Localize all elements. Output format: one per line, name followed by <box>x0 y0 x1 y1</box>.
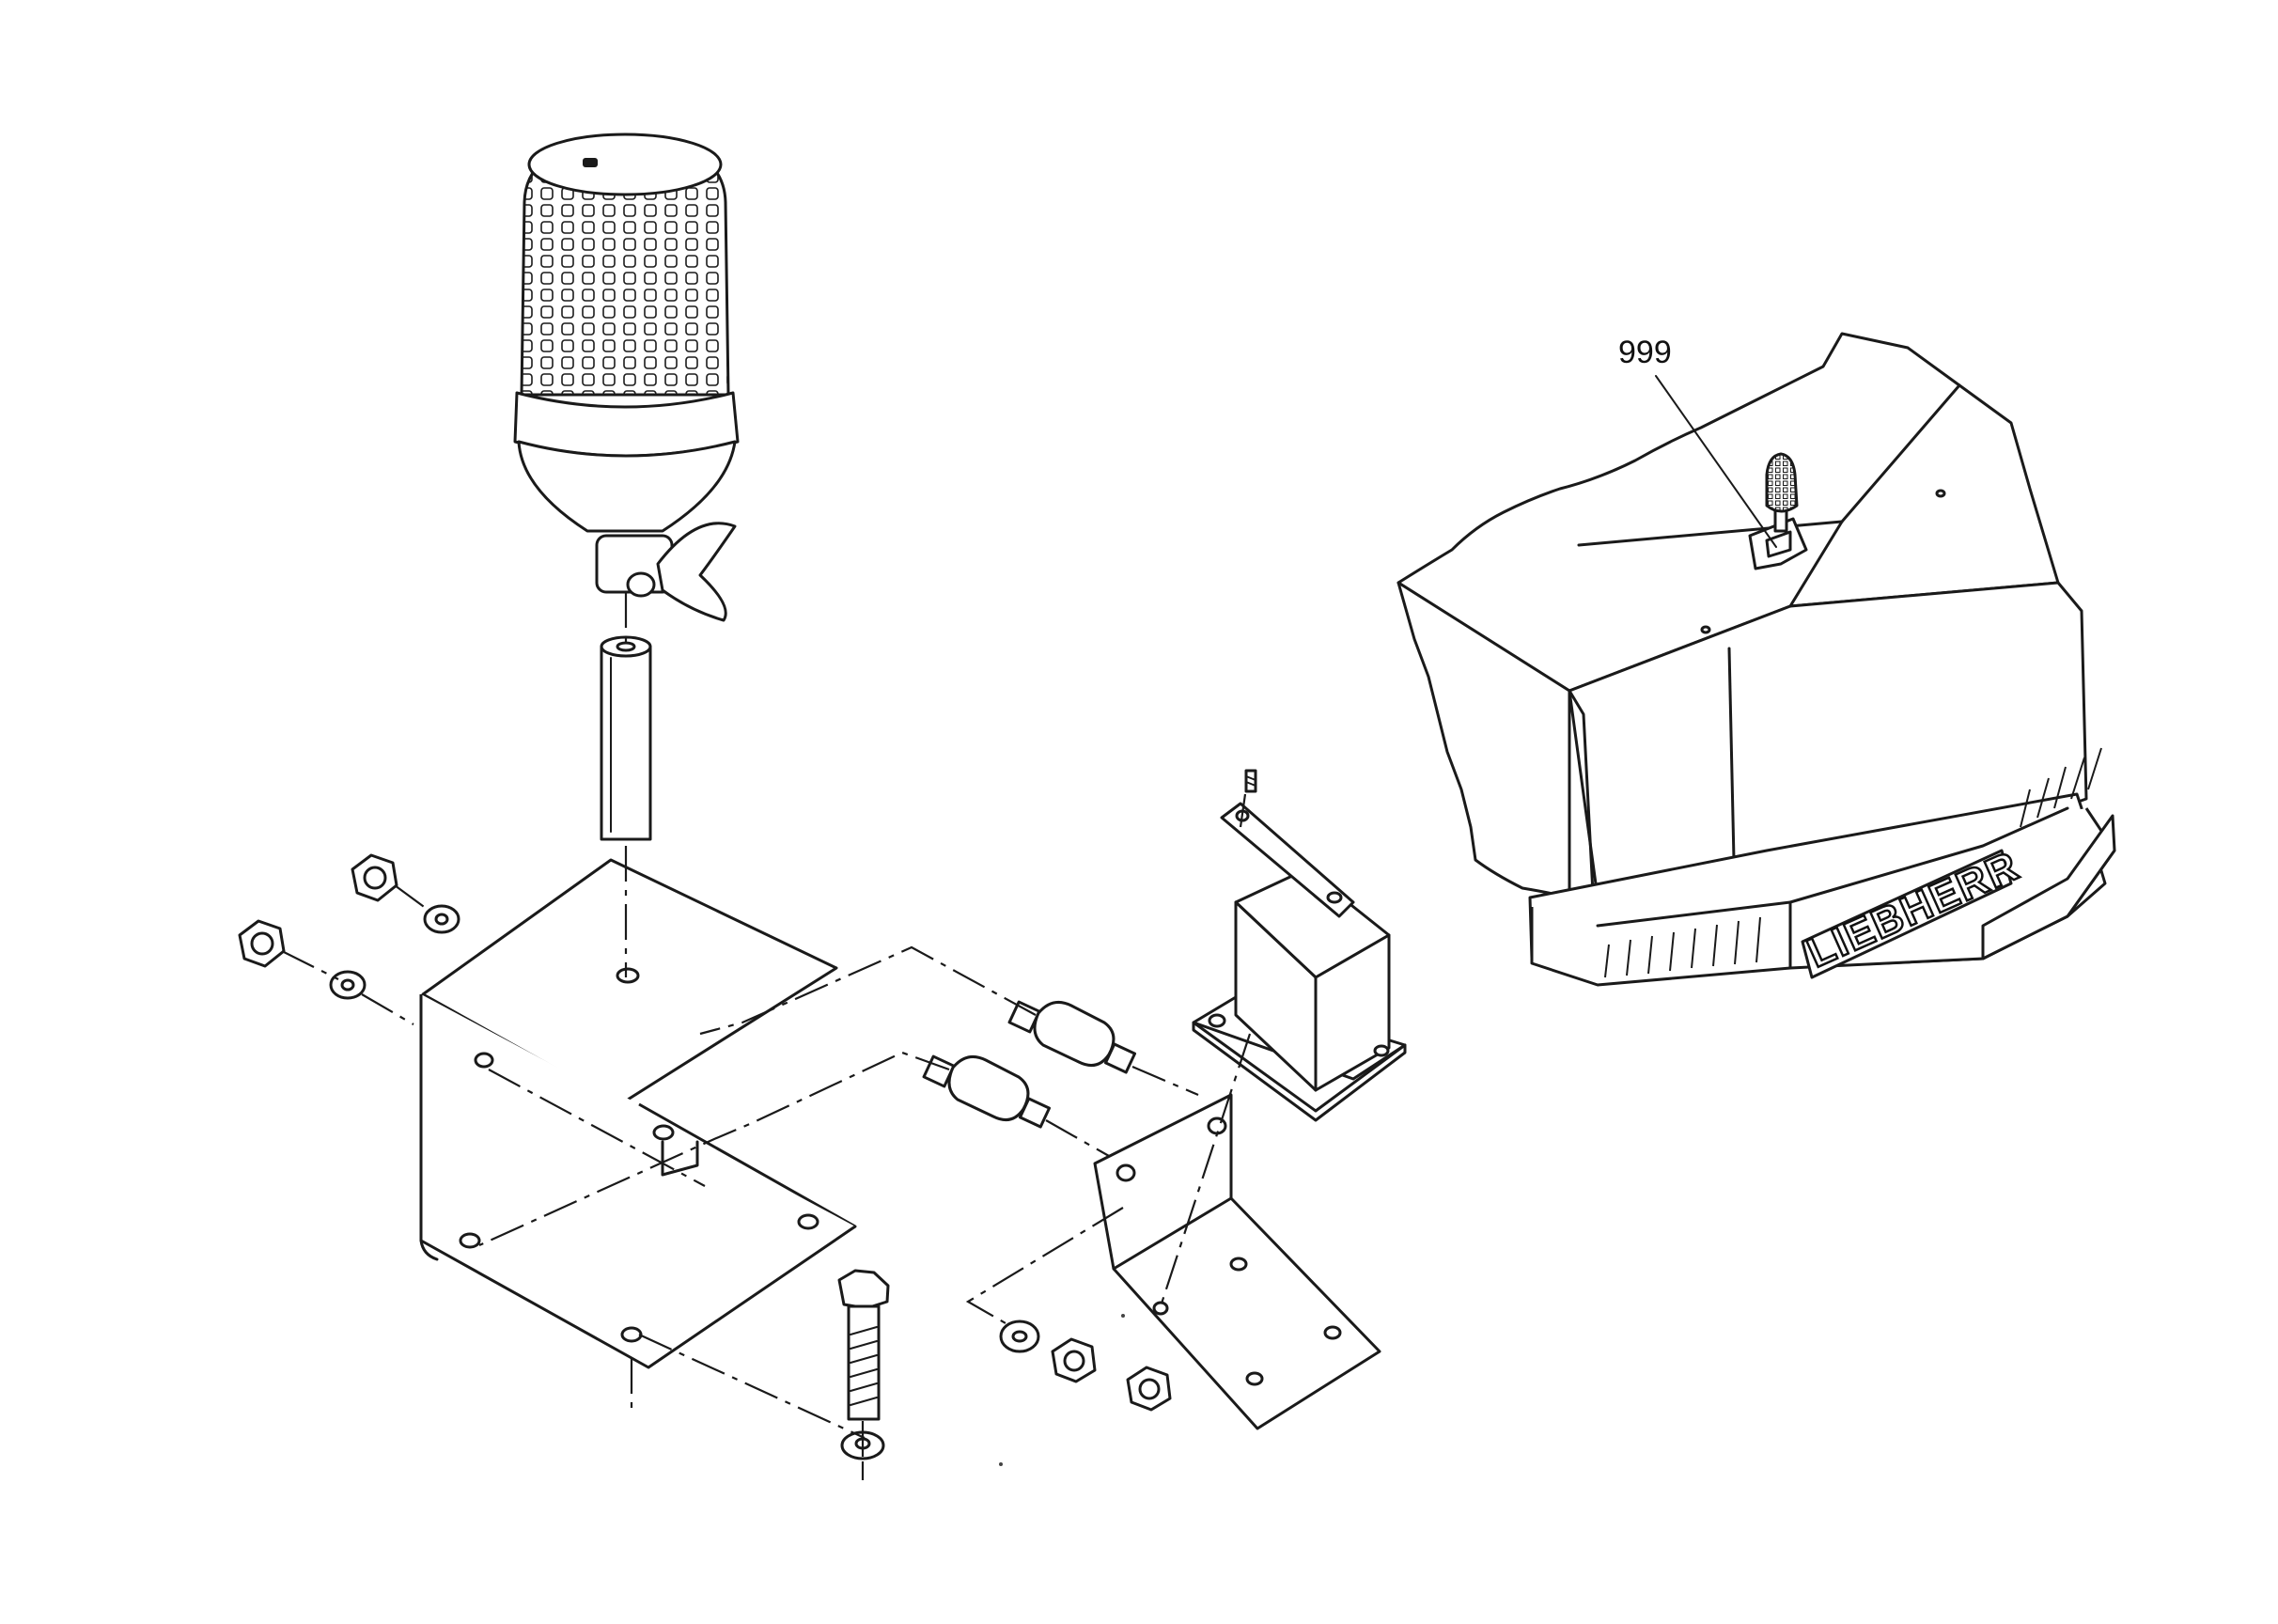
beacon-base-cone <box>517 440 737 533</box>
hex-nut <box>238 919 286 968</box>
cooling-ribs <box>1604 747 2102 978</box>
bracket-hole <box>616 967 640 984</box>
bracket-hole <box>652 1124 675 1141</box>
bracket-hole <box>620 1326 643 1343</box>
bracket-hole <box>1152 1301 1169 1316</box>
bracket-hole <box>459 1232 481 1249</box>
rotating-beacon <box>513 133 740 622</box>
mounting-bracket <box>419 858 857 1369</box>
bracket-hole <box>1229 1257 1248 1272</box>
washer <box>329 970 367 1000</box>
bracket-hole <box>797 1213 819 1230</box>
bracket-hole <box>1323 1325 1342 1340</box>
hex-nut <box>1051 1337 1097 1383</box>
beacon-collar <box>513 391 740 458</box>
washer <box>999 1320 1040 1353</box>
callout-label: 999 <box>1618 335 1672 370</box>
spacer-tube <box>600 635 652 841</box>
scan-speck <box>999 1462 1003 1466</box>
hex-bolt <box>837 1269 890 1421</box>
rubber-mount <box>1007 1000 1137 1074</box>
machine-counterweight-view: LIEBHERR <box>1396 332 2116 987</box>
rubber-mount <box>922 1054 1052 1129</box>
scan-speck <box>1121 1314 1125 1318</box>
beacon-cap-tab <box>583 158 598 167</box>
bracket-hole <box>1245 1371 1264 1386</box>
assembly-lines <box>281 592 1252 1480</box>
relay-box <box>1192 769 1407 1122</box>
bracket-hole <box>474 1052 494 1069</box>
bracket-hole <box>1116 1163 1136 1182</box>
hex-nut <box>351 853 398 902</box>
wing-nut <box>656 522 737 622</box>
angle-bracket <box>1093 1093 1381 1430</box>
beacon-cap <box>527 133 723 196</box>
hex-nut <box>1126 1366 1172 1412</box>
washer <box>423 904 460 934</box>
retaining-strap <box>1220 802 1355 918</box>
strap-screw <box>1244 769 1257 793</box>
callout-999: 999 <box>1618 335 1777 548</box>
